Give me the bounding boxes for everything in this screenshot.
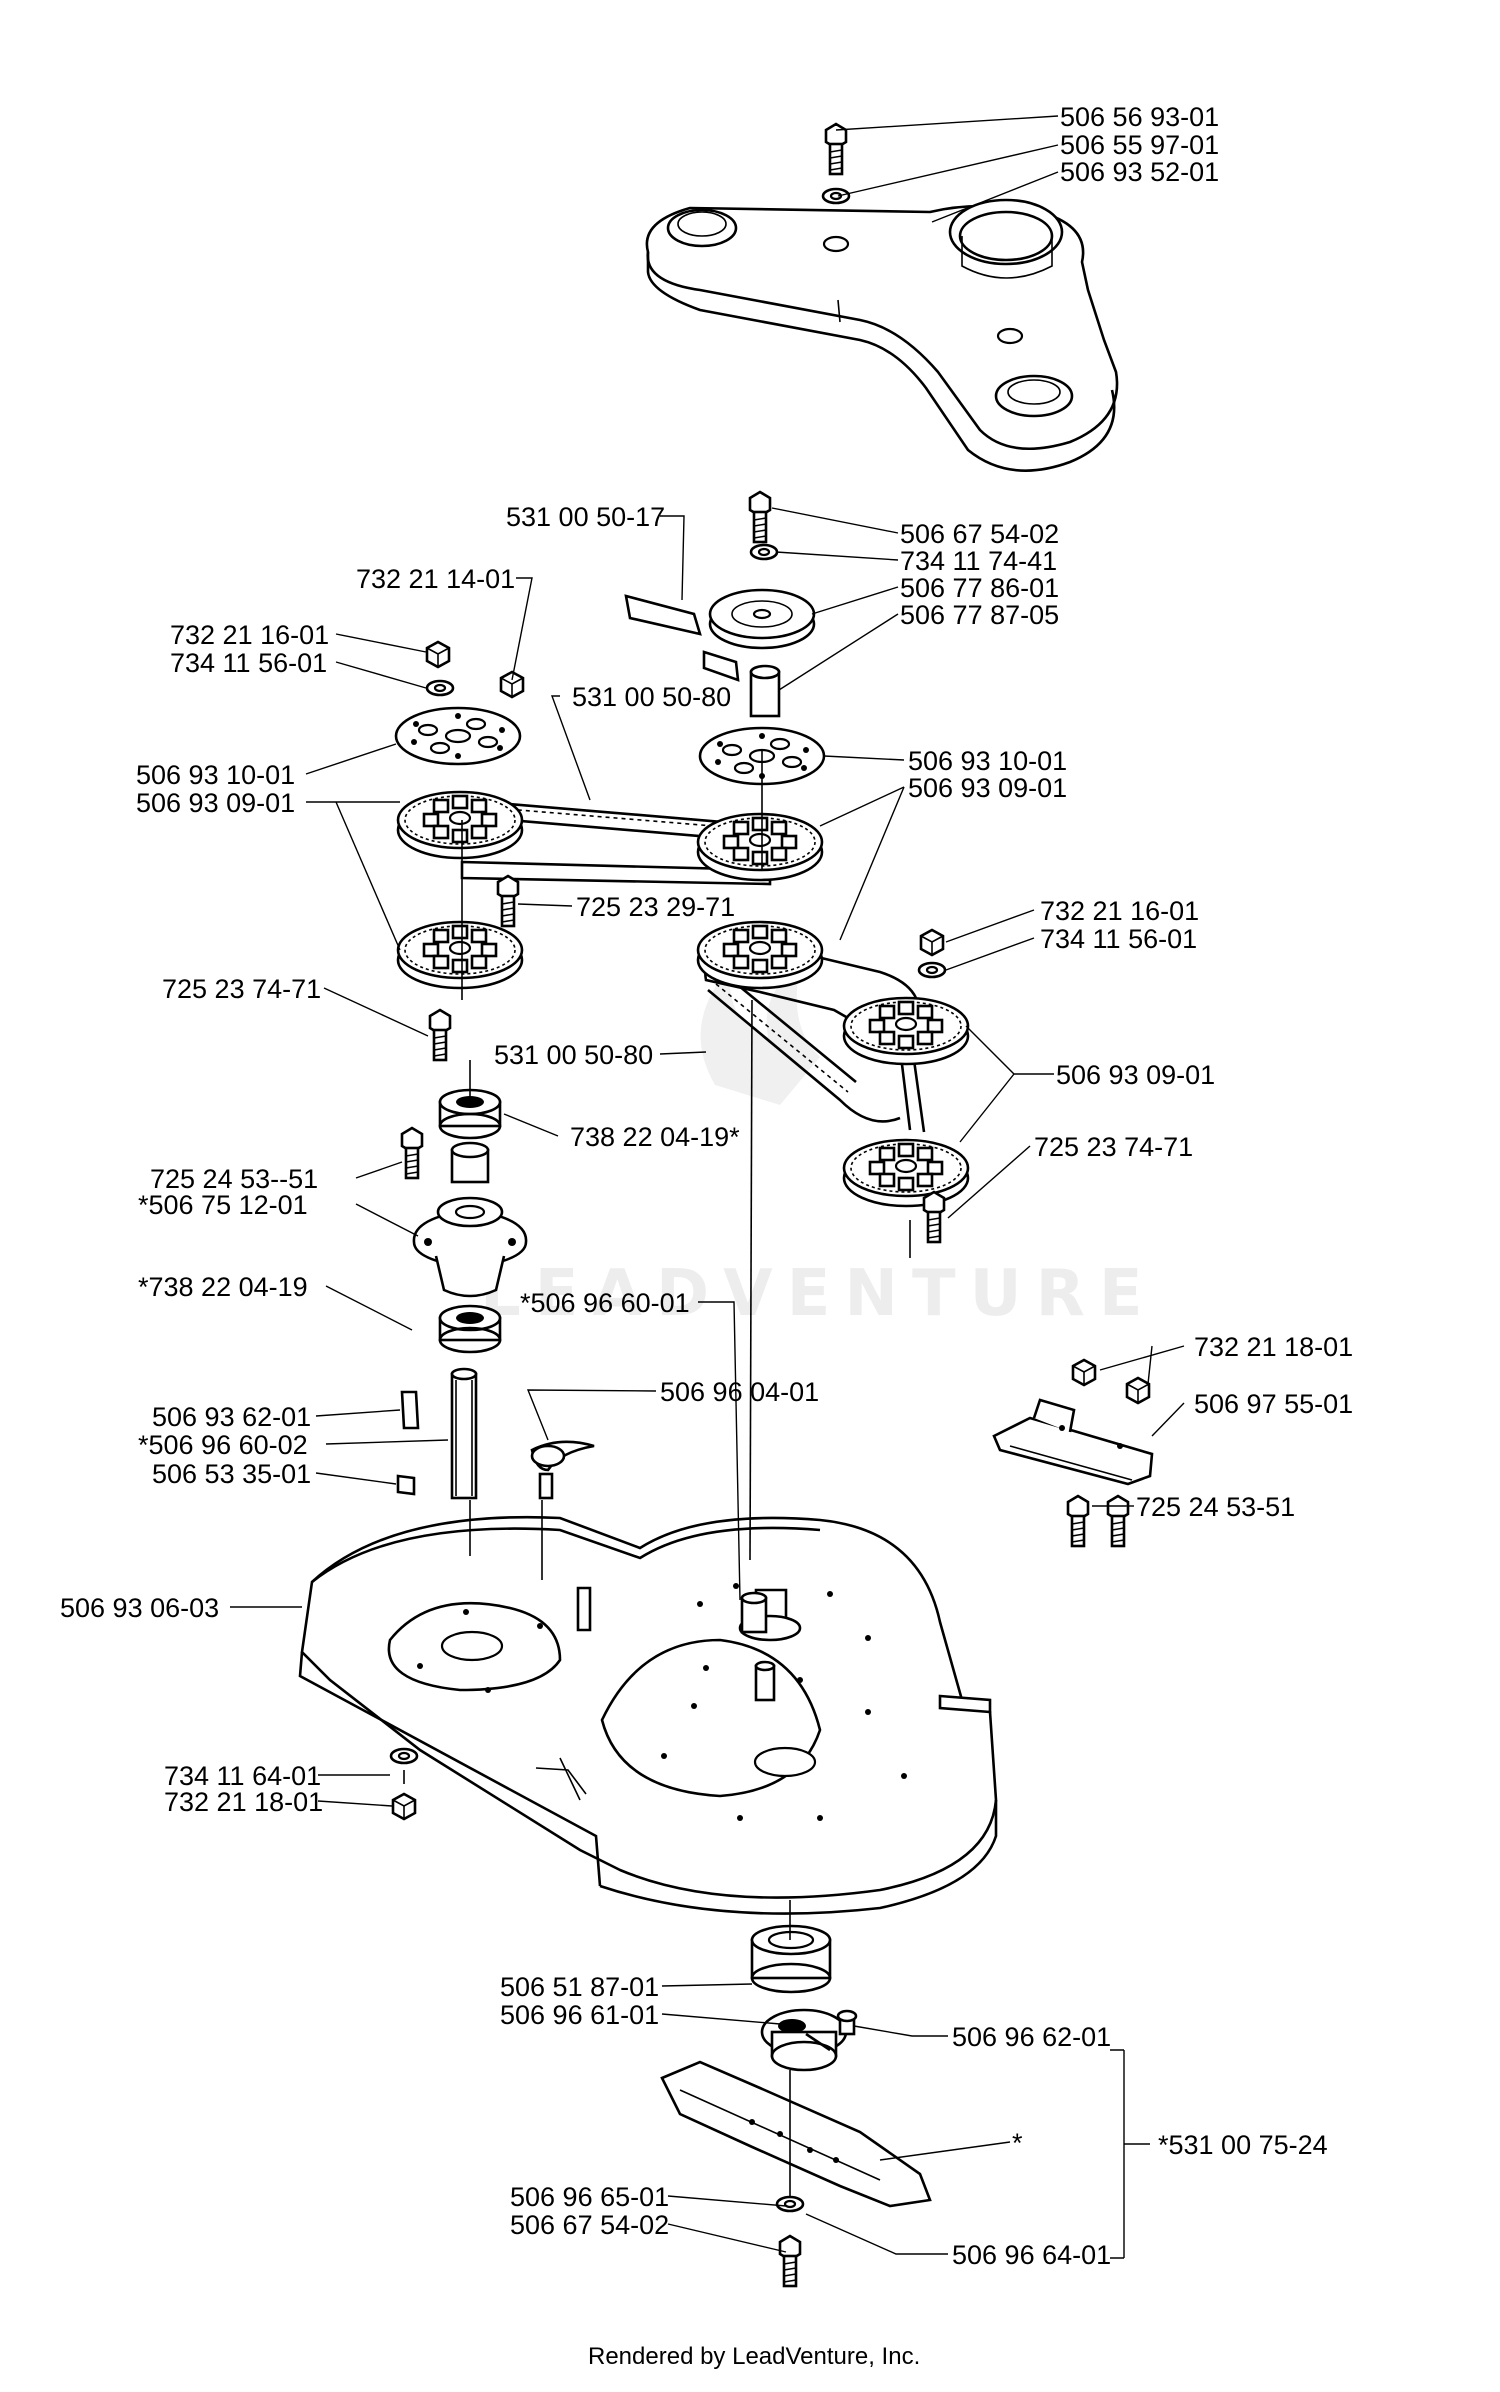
part-number-label: *506 75 12-01 [138,1190,308,1220]
part-number-label: 531 00 50-80 [494,1040,653,1070]
pulley-part [696,812,824,882]
bolt-part [778,2234,802,2288]
part-number-label: 506 56 93-01 [1060,102,1219,132]
part-number-label: 506 93 52-01 [1060,157,1219,187]
spindle-housing-part [412,1196,528,1298]
part-number-label: 732 21 14-01 [356,564,515,594]
part-number-label: 725 23 29-71 [576,892,735,922]
part-number-label: 506 93 09-01 [1056,1060,1215,1090]
rendered-by-credit: Rendered by LeadVenture, Inc. [588,2343,920,2370]
washer-part [917,961,947,979]
watermark-text: LEADVENTURE [480,1257,1157,1331]
axis-lines [403,750,911,2196]
bearing-part [438,1088,502,1140]
bracket-part [530,1440,595,1500]
part-number-label: 506 93 09-01 [908,773,1067,803]
part-number-label: *506 96 60-01 [520,1288,690,1318]
part-number-label: 506 67 54-02 [900,519,1059,549]
part-number-label: 732 21 18-01 [164,1787,323,1817]
spindle-shaft-part [396,1367,478,1500]
pulley-part [842,996,970,1066]
part-number-label: 506 93 10-01 [136,760,295,790]
part-number-label: 506 93 10-01 [908,746,1067,776]
part-number-label: *738 22 04-19 [138,1272,308,1302]
nut-part [1125,1376,1151,1405]
part-number-label: 734 11 56-01 [170,648,327,678]
bracket-part [992,1398,1154,1486]
bolt-part [400,1126,424,1180]
part-number-label: 506 96 62-01 [952,2022,1111,2052]
pin-part [836,2009,858,2036]
part-number-label: * [1012,2128,1023,2158]
part-number-label: 506 93 06-03 [60,1593,219,1623]
part-number-label: 732 21 18-01 [1194,1332,1353,1362]
part-number-label: 506 51 87-01 [500,1972,659,2002]
part-number-label: 725 23 74-71 [1034,1132,1193,1162]
part-number-label: 506 96 04-01 [660,1377,819,1407]
spacer-part [749,664,781,718]
blade-part [660,2060,932,2208]
nut-part [499,670,525,699]
top-washer-part [821,187,851,205]
washer-part [389,1747,419,1765]
spacer-part [450,1141,490,1184]
part-number-label: 732 21 16-01 [170,620,329,650]
pulley-part [696,920,824,990]
part-number-label: 506 97 55-01 [1194,1389,1353,1419]
part-number-label: 506 93 09-01 [136,788,295,818]
blade-adapter-part [750,1924,832,1994]
deck-cover-part [645,198,1119,472]
leader-lines [230,115,1185,2259]
watermark: LEADVENTURE [480,967,1157,1331]
nut-part [425,640,451,669]
bolt-part [428,1008,452,1062]
mower-deck-part [298,1515,998,1915]
bolt-part [1066,1494,1090,1548]
part-number-label: 506 67 54-02 [510,2210,669,2240]
part-number-label: 506 55 97-01 [1060,130,1219,160]
part-number-label: 725 24 53--51 [150,1164,318,1194]
part-number-label: 738 22 04-19* [570,1122,740,1152]
part-number-label: 506 77 87-05 [900,600,1059,630]
part-number-label: 506 77 86-01 [900,573,1059,603]
pulley-part [396,790,524,860]
bolt-part [922,1190,946,1244]
pulley-part [396,920,524,990]
pulley-part [842,1138,970,1208]
part-number-label: 506 96 61-01 [500,2000,659,2030]
part-number-label: 725 23 74-71 [162,974,321,1004]
bolt-part [496,874,520,928]
part-number-label: 506 53 35-01 [152,1459,311,1489]
bolt-part [1106,1494,1130,1548]
part-number-label: 734 11 74-41 [900,546,1057,576]
part-labels: 506 56 93-01 506 55 97-01 506 93 52-01 5… [60,102,1353,2270]
part-number-label: 531 00 50-17 [506,502,665,532]
washer-part [425,679,455,697]
part-number-label: 732 21 16-01 [1040,896,1199,926]
washer-part [749,543,779,561]
part-number-label: 506 93 62-01 [152,1402,311,1432]
nut-part [919,928,945,957]
washer-part [775,2195,805,2213]
part-number-label: 725 24 53-51 [1136,1492,1295,1522]
nut-part [1071,1358,1097,1387]
bearing-part [438,1304,502,1354]
part-number-label: *531 00 75-24 [1158,2130,1328,2160]
part-number-label: 506 96 65-01 [510,2182,669,2212]
part-number-label: 506 96 64-01 [952,2240,1111,2270]
nut-part [391,1792,417,1821]
part-number-label: *506 96 60-02 [138,1430,308,1460]
part-number-label: 734 11 64-01 [164,1761,321,1791]
top-screw-part [824,122,848,176]
plate-part [394,706,522,766]
bolt-part [748,490,772,544]
idler-pulley-part [708,588,816,650]
part-number-label: 531 00 50-80 [572,682,731,712]
blade-hub-part [760,2008,848,2072]
part-number-label: 734 11 56-01 [1040,924,1197,954]
